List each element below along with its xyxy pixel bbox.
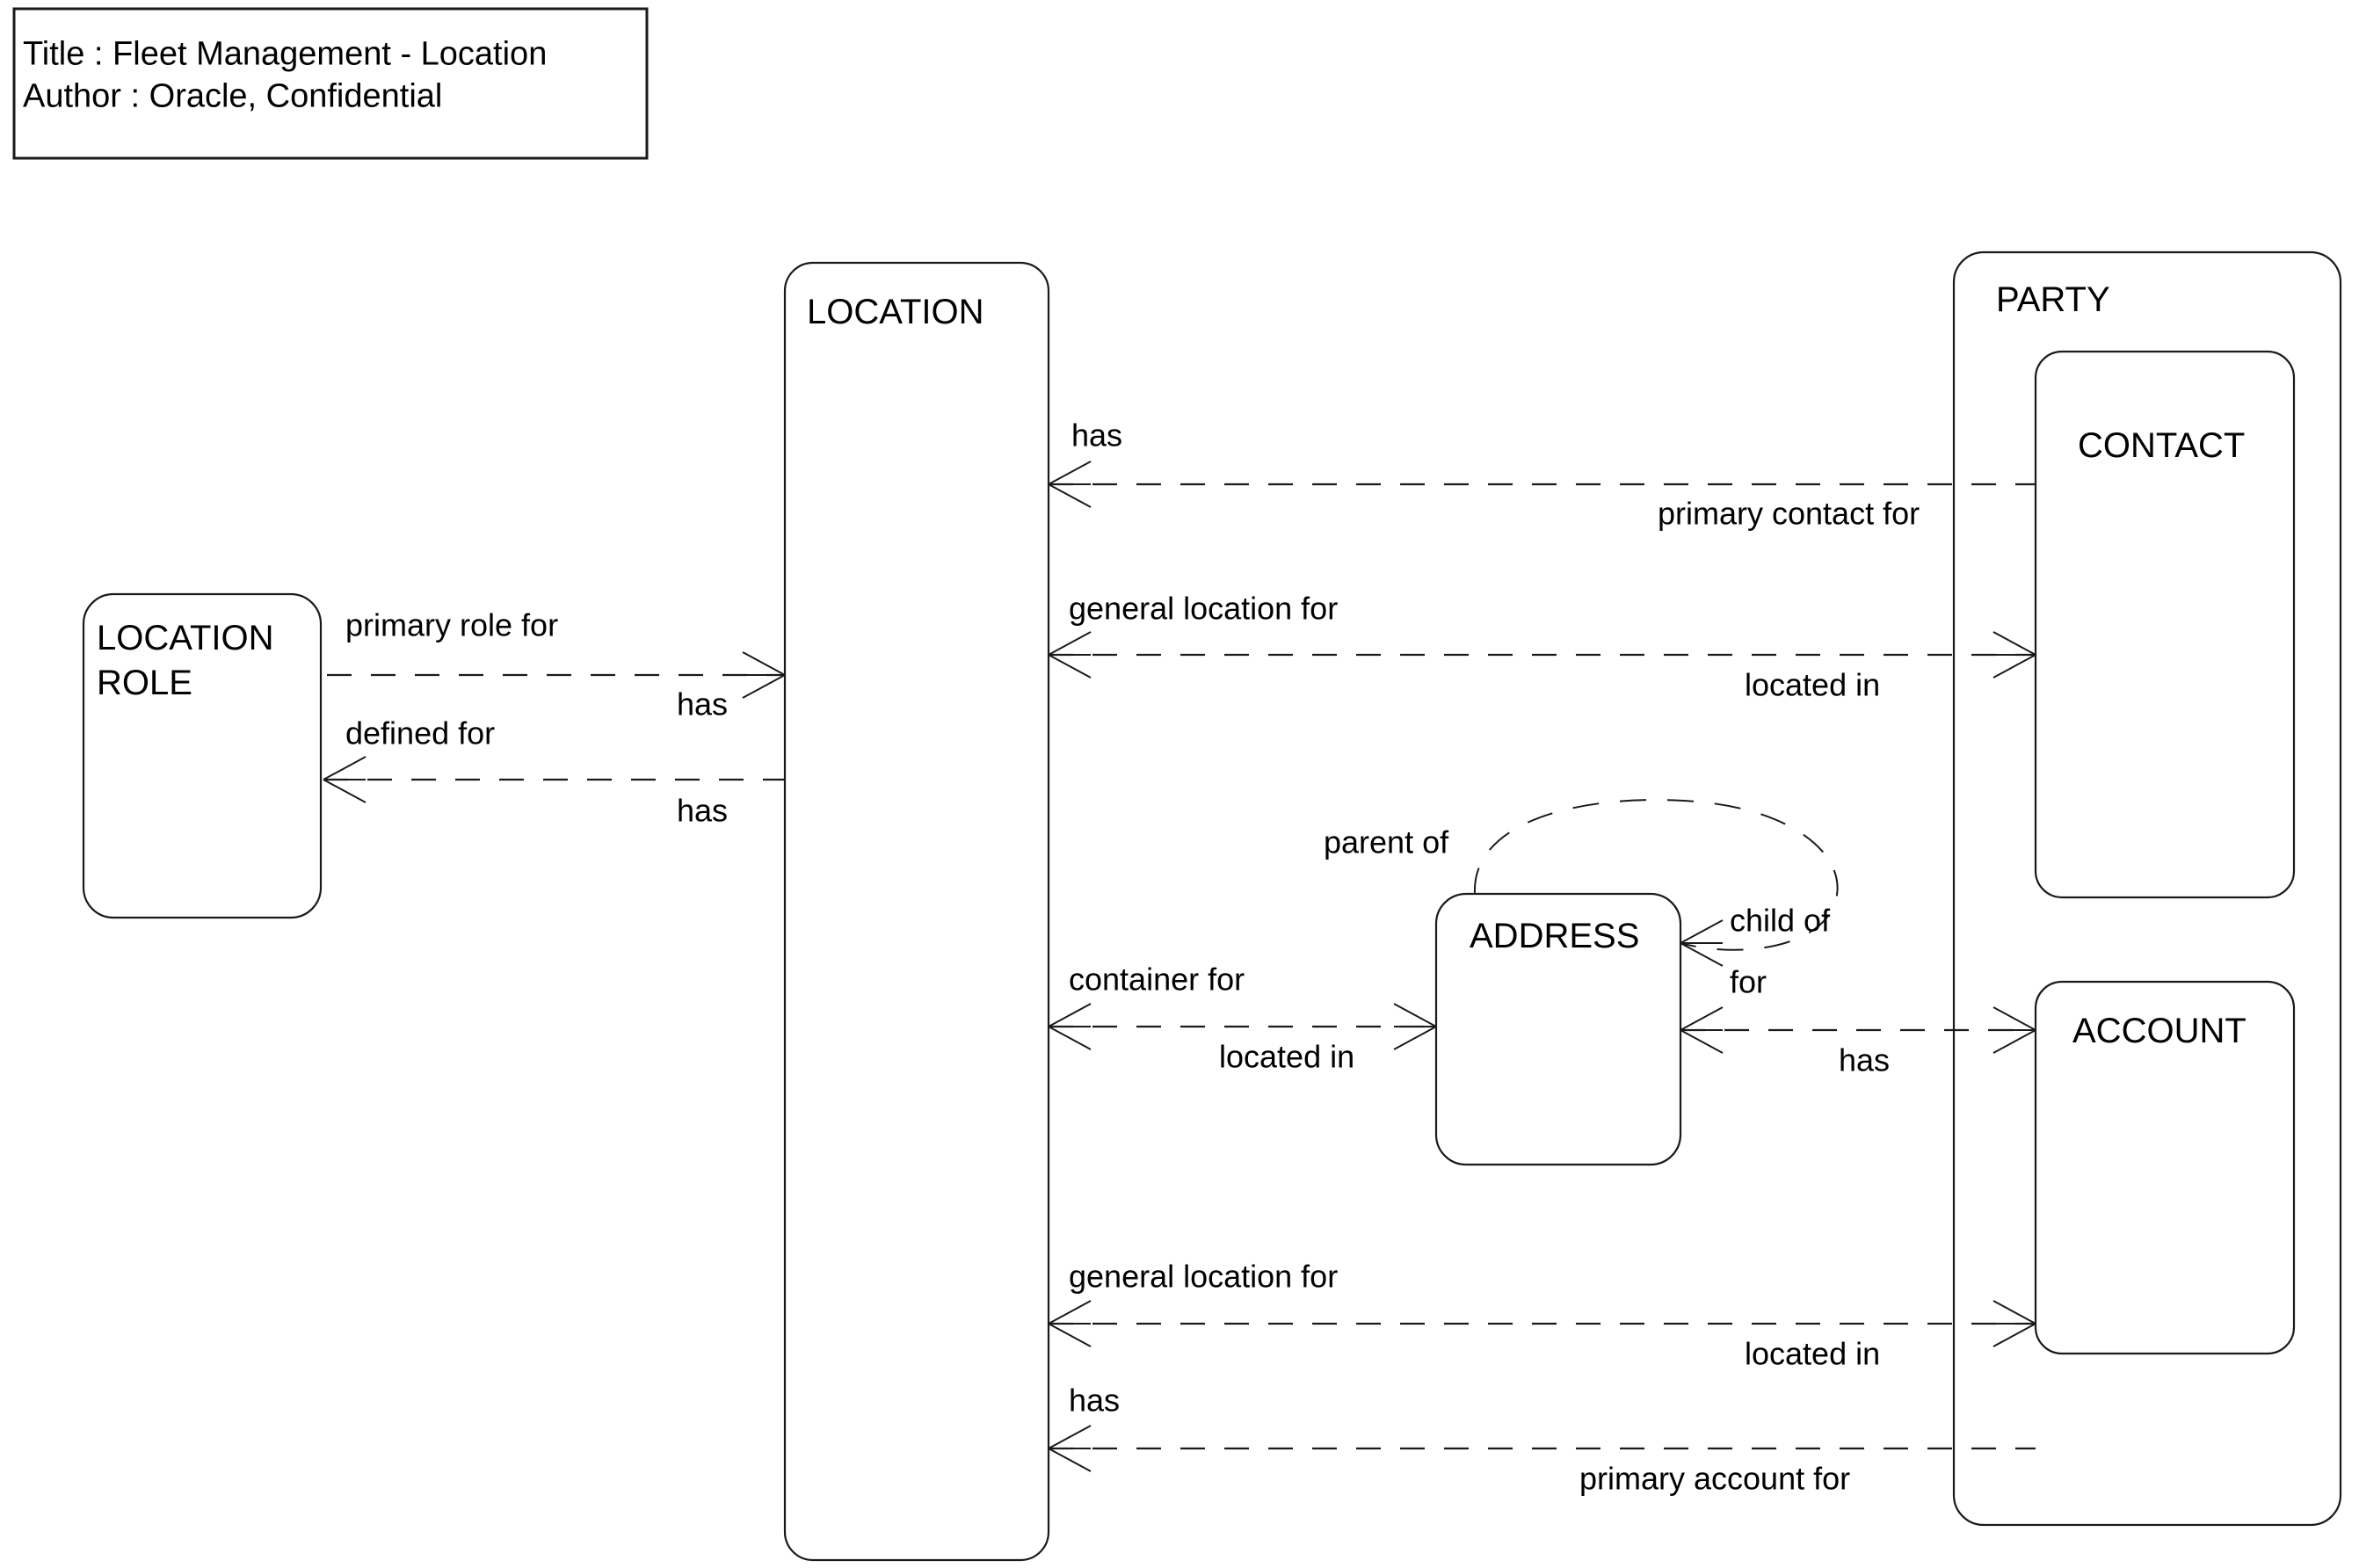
rel-label-has-2: has: [677, 792, 728, 828]
rel-label-container-for: container for: [1069, 961, 1245, 997]
rel-label-primary-role-for: primary role for: [345, 606, 558, 642]
rel-label-has-1: has: [677, 686, 728, 722]
crowfoot-icon-account-has: [1992, 1006, 2036, 1054]
title-block: Title : Fleet Management - Location Auth…: [12, 7, 649, 160]
crowfoot-icon-location-container-for: [1048, 1003, 1092, 1050]
rel-label-primary-account-for: primary account for: [1579, 1460, 1850, 1496]
relationship-general-location-contact[interactable]: general location for located in: [1048, 590, 2036, 702]
location-rect[interactable]: [783, 261, 1050, 1562]
rel-label-parent-of: parent of: [1324, 824, 1449, 860]
rel-label-child-of: child of: [1730, 902, 1831, 938]
contact-rect[interactable]: [2034, 350, 2296, 899]
title-box-rect: [12, 7, 649, 160]
rel-label-located-in-2: located in: [1219, 1038, 1354, 1074]
crowfoot-icon-contact-located-in: [1992, 631, 2036, 679]
rel-label-located-in-1: located in: [1745, 666, 1880, 702]
relationship-has-primary-account[interactable]: has primary account for: [1048, 1382, 2036, 1496]
crowfoot-icon-location-has-contact: [1048, 461, 1092, 508]
crowfoot-icon-address-child-of: [1680, 919, 1724, 967]
rel-label-primary-contact-for: primary contact for: [1658, 495, 1920, 531]
crowfoot-icon-address-for: [1680, 1006, 1724, 1054]
location-role-label-line1: LOCATION: [97, 619, 274, 657]
contact-label: CONTACT: [2078, 426, 2245, 465]
relationship-defined-for[interactable]: defined for has: [323, 715, 785, 828]
crowfoot-icon-address-located-in: [1393, 1003, 1437, 1050]
relationship-address-self-hierarchy[interactable]: parent of child of: [1324, 799, 1839, 967]
account-rect[interactable]: [2034, 980, 2296, 1355]
relationship-primary-role-for[interactable]: primary role for has: [327, 606, 786, 722]
party-label: PARTY: [1996, 280, 2110, 319]
crowfoot-icon-location-general-location-contact: [1048, 631, 1092, 679]
rel-label-general-location-for-2: general location for: [1069, 1258, 1338, 1294]
address-label: ADDRESS: [1470, 917, 1639, 955]
account-label: ACCOUNT: [2072, 1012, 2246, 1050]
crowfoot-icon-location-has-account: [1048, 1425, 1092, 1472]
crowfoot-icon-location-primary-role: [742, 651, 786, 699]
rel-address-self-arc[interactable]: [1473, 799, 1839, 951]
rel-label-has-5: has: [1069, 1382, 1120, 1418]
rel-label-general-location-for-1: general location for: [1069, 590, 1338, 626]
relationship-has-primary-contact[interactable]: has primary contact for: [1048, 417, 2036, 531]
entity-contact[interactable]: CONTACT: [2034, 350, 2296, 899]
rel-label-defined-for: defined for: [345, 715, 495, 751]
entity-location[interactable]: LOCATION: [783, 261, 1050, 1562]
rel-label-located-in-3: located in: [1745, 1335, 1880, 1371]
relationship-container-for[interactable]: container for located in: [1048, 961, 1437, 1074]
entity-account[interactable]: ACCOUNT: [2034, 980, 2296, 1355]
relationship-general-location-account[interactable]: general location for located in: [1048, 1258, 2036, 1371]
location-role-label-line2: ROLE: [97, 664, 192, 702]
crowfoot-icon-account-located-in: [1992, 1300, 2036, 1347]
location-role-rect[interactable]: [82, 592, 323, 919]
entity-location-role[interactable]: LOCATION ROLE: [82, 592, 323, 919]
rel-label-has-3: has: [1071, 417, 1122, 453]
crowfoot-icon-location-general-location-account: [1048, 1300, 1092, 1347]
rel-label-has-4: has: [1839, 1042, 1890, 1078]
author-line: Author : Oracle, Confidential: [23, 77, 442, 114]
crowfoot-icon-location-role-defined-for: [323, 756, 367, 803]
rel-label-for: for: [1730, 963, 1767, 999]
location-label: LOCATION: [807, 293, 984, 331]
entity-address[interactable]: ADDRESS: [1434, 892, 1682, 1166]
relationship-address-account[interactable]: for has: [1680, 963, 2036, 1078]
title-line: Title : Fleet Management - Location: [23, 35, 547, 72]
